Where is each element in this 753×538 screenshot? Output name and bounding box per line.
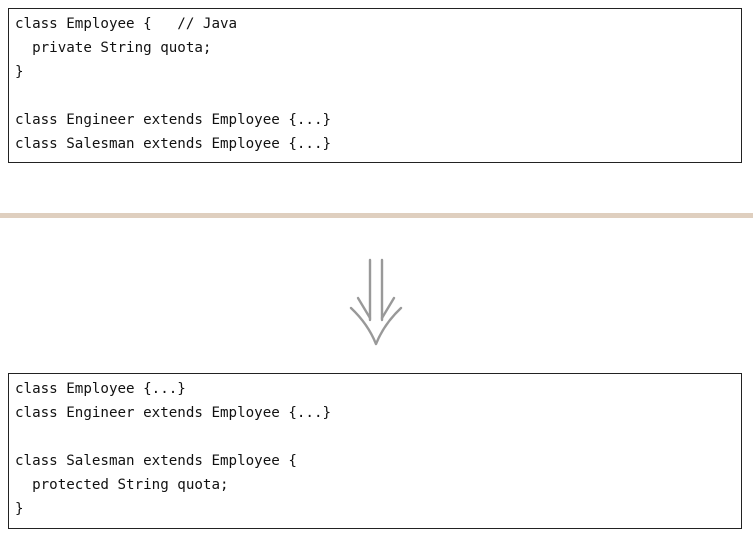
code-line: protected String quota; xyxy=(15,477,229,493)
code-line: class Salesman extends Employee { xyxy=(15,453,297,469)
code-line xyxy=(15,425,741,449)
code-line: class Salesman extends Employee {...} xyxy=(15,136,332,152)
code-line xyxy=(15,84,741,108)
code-line: class Employee { // Java xyxy=(15,16,238,32)
code-line: } xyxy=(15,64,24,80)
code-line: class Engineer extends Employee {...} xyxy=(15,405,332,421)
code-line: class Engineer extends Employee {...} xyxy=(15,112,332,128)
code-before-box: class Employee { // Java private String … xyxy=(8,8,742,163)
section-divider xyxy=(0,213,753,218)
double-down-arrow-icon xyxy=(349,258,403,346)
code-line: class Employee {...} xyxy=(15,381,186,397)
code-after-box: class Employee {...} class Engineer exte… xyxy=(8,373,742,529)
code-line: } xyxy=(15,501,24,517)
code-line: private String quota; xyxy=(15,40,212,56)
